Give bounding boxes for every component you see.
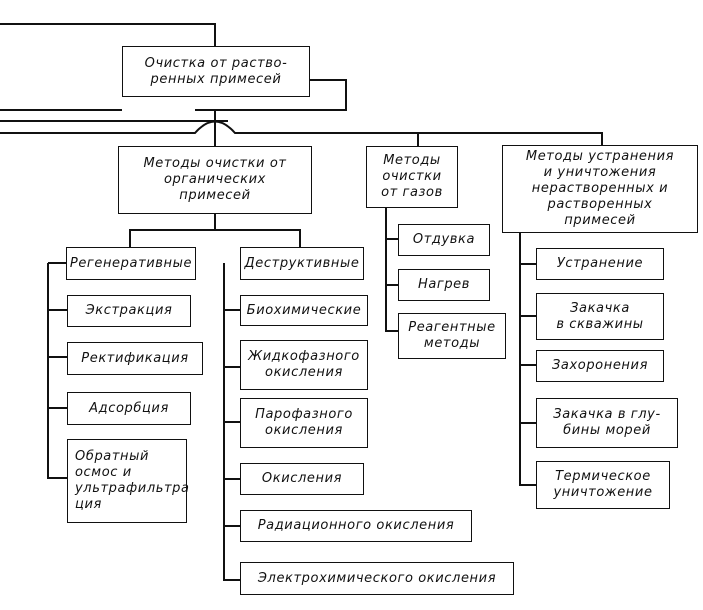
undissolved-item: Закачка в скважины <box>536 293 664 340</box>
gas-methods-label: Методы очистки от газов <box>381 153 443 200</box>
regenerative-item-label: Ректификация <box>81 350 189 366</box>
destructive-item-label: Биохимические <box>246 302 362 318</box>
undissolved-item-label: Термическое уничтожение <box>553 469 653 500</box>
undissolved-methods-node: Методы устранения и уничтожения нераство… <box>502 145 698 233</box>
regenerative-item-label: Экстракция <box>85 303 173 318</box>
regenerative-item-label: Адсорбция <box>89 400 169 416</box>
destructive-item: Биохимические <box>240 295 368 326</box>
root-node-label: Очистка от раство- ренных примесей <box>144 55 288 87</box>
regenerative-item: Ректификация <box>67 342 203 375</box>
undissolved-item-label: Закачка в глу- бины морей <box>553 407 661 438</box>
undissolved-item: Термическое уничтожение <box>536 461 670 509</box>
destructive-label: Деструктивные <box>244 255 360 271</box>
destructive-item-label: Окисления <box>261 471 343 486</box>
undissolved-item: Устранение <box>536 248 664 280</box>
destructive-item-label: Парофазного окисления <box>255 407 353 438</box>
gas-item-label: Отдувка <box>412 232 476 247</box>
gas-item-label: Нагрев <box>417 277 471 292</box>
destructive-item-label: Жидкофазного окисления <box>248 349 360 380</box>
destructive-item: Парофазного окисления <box>240 398 368 448</box>
undissolved-methods-label: Методы устранения и уничтожения нераство… <box>525 149 675 228</box>
gas-item: Отдувка <box>398 224 490 256</box>
destructive-item-label: Радиационного окисления <box>257 518 455 533</box>
gas-item: Нагрев <box>398 269 490 301</box>
regenerative-item: Обратный осмос и ультрафильтра ция <box>67 439 190 523</box>
gas-item: Реагентные методы <box>398 313 506 359</box>
undissolved-item-label: Захоронения <box>551 358 649 373</box>
destructive-item-label: Электрохимического окисления <box>257 570 497 586</box>
undissolved-item-label: Устранение <box>556 256 644 271</box>
undissolved-item-label: Закачка в скважины <box>556 300 644 332</box>
gas-item-label: Реагентные методы <box>408 320 496 351</box>
undissolved-item: Закачка в глу- бины морей <box>536 398 678 448</box>
organic-methods-node: Методы очистки от органических примесей <box>118 146 312 214</box>
destructive-item: Радиационного окисления <box>240 510 472 542</box>
regenerative-item: Экстракция <box>67 295 191 327</box>
regenerative-label: Регенеративные <box>69 255 193 271</box>
undissolved-item: Захоронения <box>536 350 664 382</box>
regenerative-item-label: Обратный осмос и ультрафильтра ция <box>75 449 190 512</box>
root-node: Очистка от раство- ренных примесей <box>122 46 310 97</box>
destructive-item: Электрохимического окисления <box>240 562 514 595</box>
regenerative-node: Регенеративные <box>66 247 196 280</box>
destructive-node: Деструктивные <box>240 247 364 280</box>
destructive-item: Жидкофазного окисления <box>240 340 368 390</box>
organic-methods-label: Методы очистки от органических примесей <box>143 156 287 203</box>
destructive-item: Окисления <box>240 463 364 495</box>
gas-methods-node: Методы очистки от газов <box>366 146 458 208</box>
regenerative-item: Адсорбция <box>67 392 191 425</box>
